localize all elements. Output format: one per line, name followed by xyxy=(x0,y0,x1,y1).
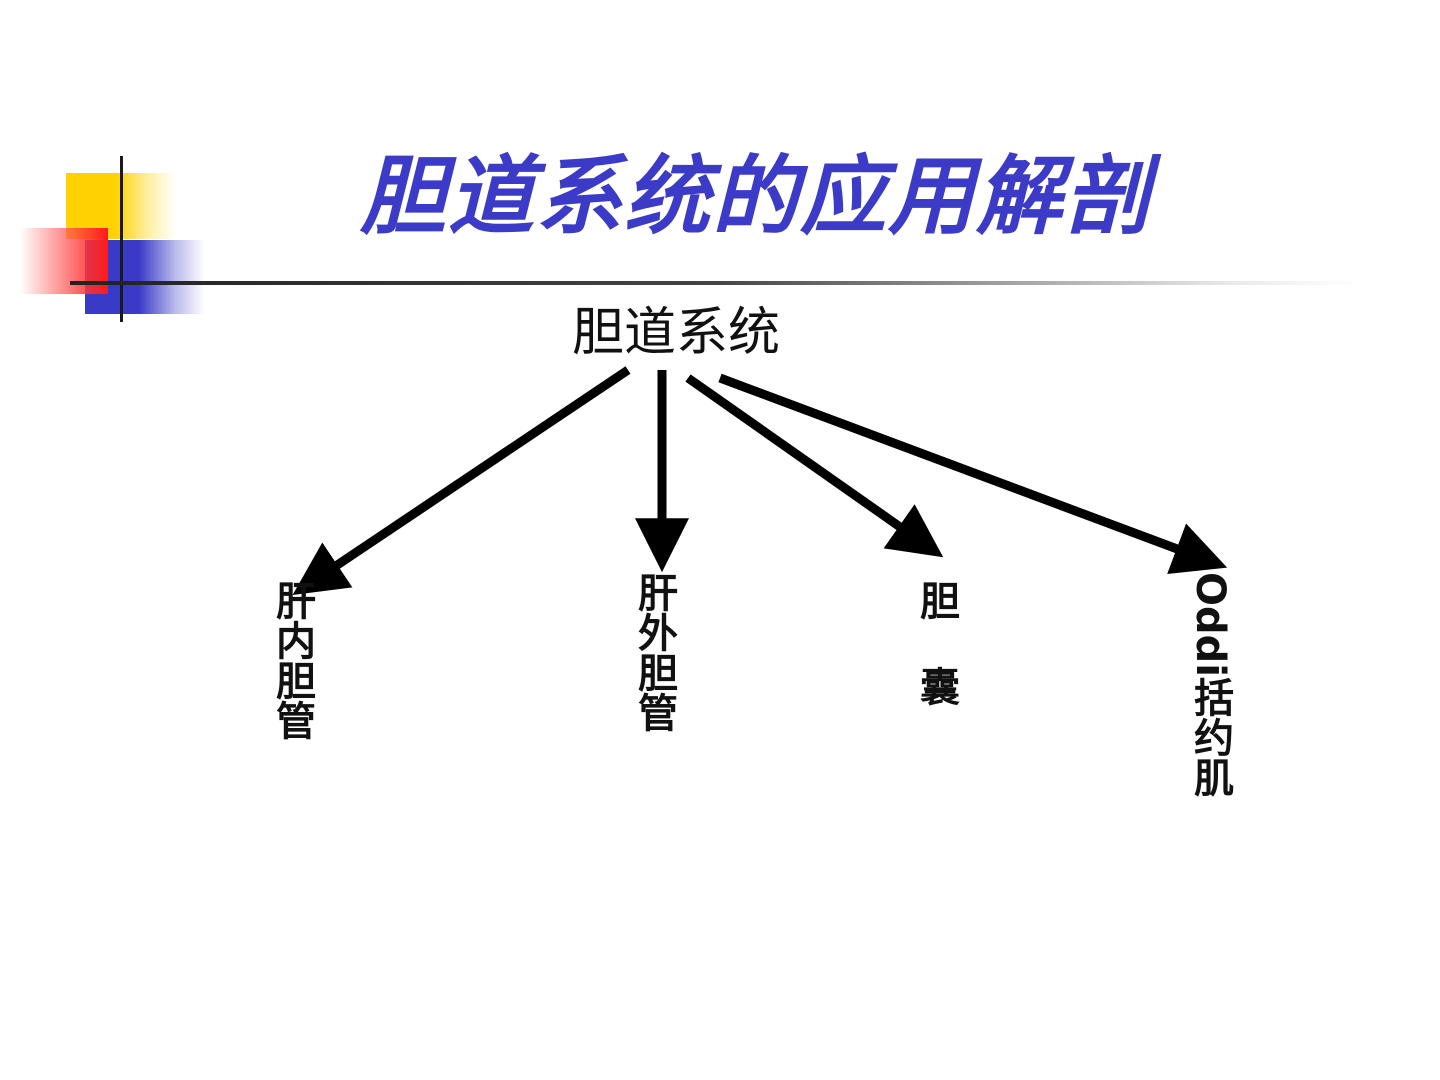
arrow-to-branch-2 xyxy=(685,374,944,558)
root-node-label: 胆道系统 xyxy=(572,303,781,363)
slide-title: 胆道系统的应用解剖 xyxy=(360,147,1152,247)
branch-label-intrahepatic-ducts: 肝内胆管 xyxy=(269,580,315,740)
arrow-to-branch-0 xyxy=(292,366,631,596)
branch-label-gallbladder: 胆囊 xyxy=(913,580,959,752)
title-underline xyxy=(70,281,1360,285)
branch-label-oddi-sphincter: Oddi括约肌 xyxy=(1187,572,1233,797)
branch-label-extrahepatic-ducts: 肝外胆管 xyxy=(631,572,677,732)
decor-vertical-line xyxy=(120,156,123,322)
arrow-to-branch-3 xyxy=(718,373,1228,575)
